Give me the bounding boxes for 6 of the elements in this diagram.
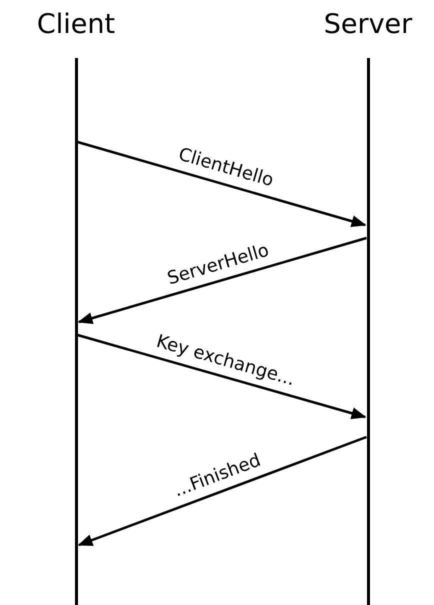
participant-label: Server	[322, 8, 414, 42]
message-arrow	[77, 334, 366, 420]
message-arrow	[77, 140, 366, 228]
participant-label: Client	[36, 8, 116, 42]
message-arrow	[78, 436, 367, 546]
message-arrow	[78, 236, 367, 324]
